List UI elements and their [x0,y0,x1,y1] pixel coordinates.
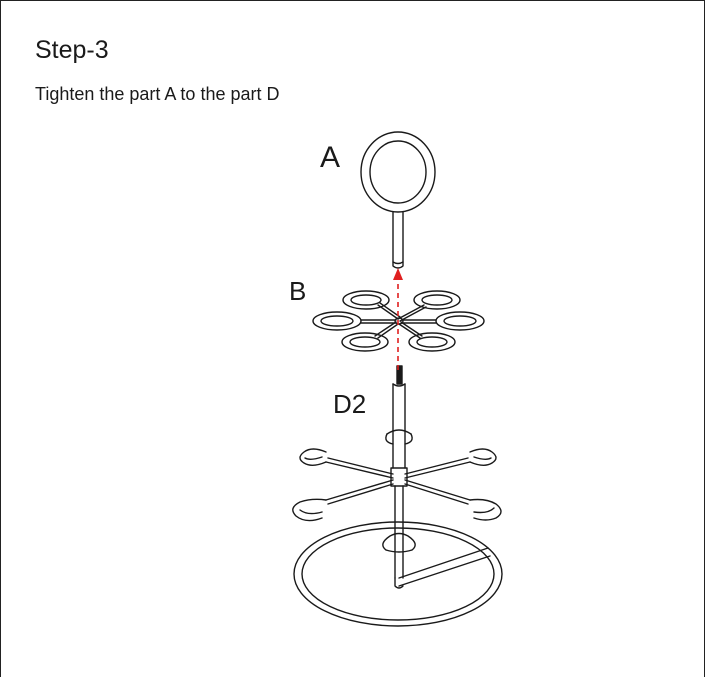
assembly-guide-arrow [393,268,403,370]
step-title: Step-3 [35,36,109,64]
label-part-b: B [289,276,307,306]
label-part-a: A [320,141,341,174]
step-instruction: Tighten the part A to the part D [35,84,280,104]
label-part-d2: D2 [333,389,367,419]
part-d2-rack [292,365,503,627]
part-a-ring [360,131,436,269]
part-b-holder [312,290,485,352]
